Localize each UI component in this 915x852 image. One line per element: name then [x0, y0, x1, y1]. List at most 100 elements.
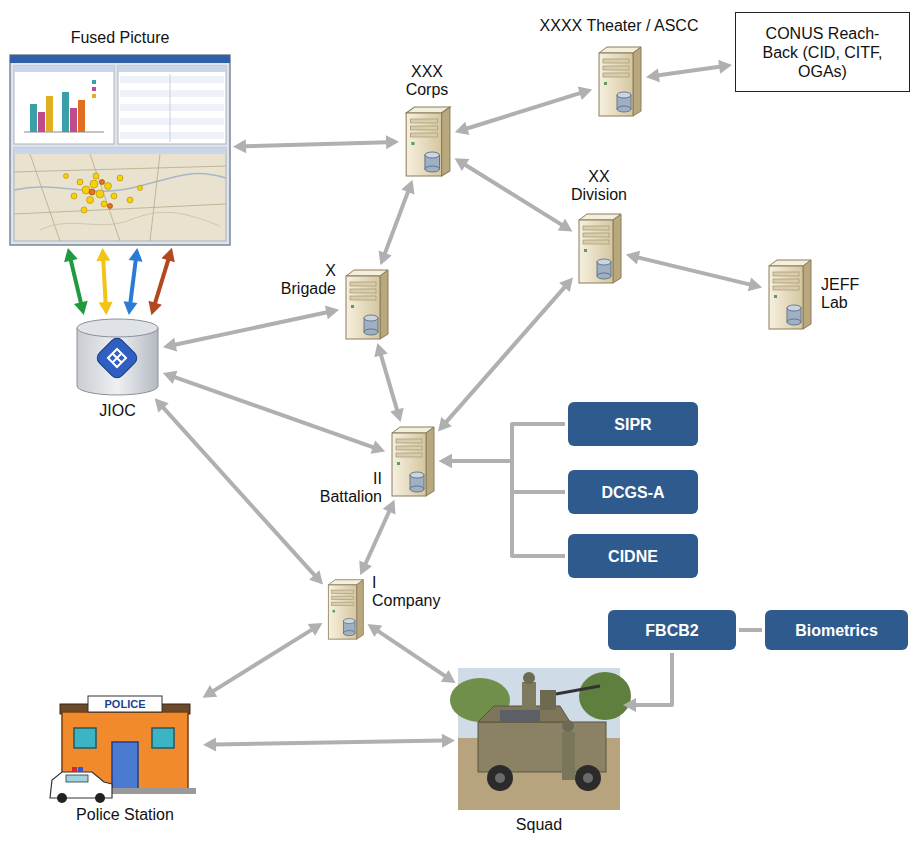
arrow-head	[163, 371, 178, 384]
arrow-head	[439, 454, 452, 468]
node-label: Fused Picture	[10, 29, 230, 47]
connector	[439, 454, 565, 556]
arrow-head	[371, 441, 386, 454]
arrow-head	[455, 122, 469, 135]
arrow-head	[325, 306, 339, 320]
arrow-head	[646, 68, 660, 82]
arrow-head	[148, 301, 161, 315]
arrow-head	[308, 623, 323, 636]
server-node: II Battalion	[388, 425, 436, 497]
arrow-head	[578, 87, 592, 100]
connector-line	[155, 258, 169, 304]
arrow-head	[386, 135, 399, 149]
fused-picture: Fused Picture	[10, 55, 230, 245]
arrow-head	[559, 278, 573, 292]
server-node: I Company	[325, 578, 365, 640]
arrow-head	[401, 180, 414, 195]
squad-photo	[450, 668, 631, 810]
reach-back-box: CONUS Reach-Back (CID, CITF, OGAs)	[735, 12, 910, 92]
connector-line	[384, 190, 408, 255]
node-label: JIOC	[75, 402, 160, 420]
connector-line	[450, 424, 565, 461]
arrow-head	[163, 338, 177, 352]
system-box: SIPR	[568, 402, 698, 446]
server-icon	[342, 268, 390, 340]
connector-line	[450, 461, 565, 492]
arrow-head	[161, 248, 174, 262]
arrow-head	[379, 251, 392, 266]
arrow-head	[438, 417, 452, 431]
connector-line	[464, 164, 563, 226]
arrow-head	[383, 500, 396, 515]
connector	[203, 734, 455, 752]
connector-line	[380, 353, 397, 411]
connector-line	[634, 653, 672, 705]
server-node: JEFF Lab	[765, 258, 813, 330]
box-text: FBCB2	[645, 621, 698, 640]
arrow-head	[96, 248, 110, 261]
box-text: CIDNE	[608, 547, 658, 566]
database-node: JIOC	[75, 318, 160, 396]
arrow-head	[129, 248, 143, 262]
system-box: DCGS-A	[568, 470, 698, 514]
connector	[233, 135, 399, 153]
connector	[367, 624, 455, 683]
node-label: Police Station	[50, 806, 200, 824]
box-text: Biometrics	[795, 621, 878, 640]
server-icon	[402, 105, 452, 177]
server-node: XXXX Theater / ASCC	[595, 45, 643, 117]
connector	[623, 653, 672, 712]
server-node: XX Division	[575, 212, 623, 284]
node-label: I Company	[372, 574, 444, 610]
connector	[96, 248, 112, 315]
arrow-head	[374, 343, 387, 357]
connector-line	[739, 628, 762, 632]
arrow-head	[718, 60, 732, 74]
node-label: XXX Corps	[392, 63, 462, 99]
arrow-head	[439, 454, 452, 468]
police-station-drawing	[50, 696, 196, 803]
connector-line	[212, 629, 313, 692]
arrow-head	[124, 301, 138, 315]
connector	[739, 630, 762, 631]
connector-line	[173, 377, 375, 448]
arrow-head	[359, 561, 372, 576]
connector	[438, 278, 573, 432]
squad-photo-node: Squad	[458, 668, 620, 810]
server-icon	[575, 212, 623, 284]
server-icon	[388, 425, 436, 497]
connector	[148, 248, 174, 315]
box-text: DCGS-A	[601, 483, 664, 502]
node-label: JEFF Lab	[821, 276, 867, 312]
box-text: CONUS Reach-Back (CID, CITF, OGAs)	[752, 24, 894, 81]
arrow-head	[558, 219, 573, 232]
arrow-head	[74, 301, 88, 315]
system-box: Biometrics	[765, 610, 908, 650]
arrow-head	[367, 624, 382, 637]
connector	[64, 248, 88, 315]
connector	[163, 306, 339, 352]
connector-line	[377, 630, 447, 677]
connector-line	[365, 510, 390, 565]
connector-line	[657, 66, 721, 75]
node-label: II Battalion	[312, 470, 382, 506]
arrow-head	[441, 670, 456, 683]
connector	[626, 251, 762, 291]
system-box: FBCB2	[608, 610, 736, 650]
connector-line	[162, 406, 316, 576]
arrow-head	[455, 158, 470, 171]
node-label: X Brigade	[272, 262, 336, 298]
arrow-head	[64, 248, 78, 262]
database-icon	[75, 318, 160, 396]
server-node: X Brigade	[342, 268, 390, 340]
connector-line	[214, 741, 444, 745]
arrow-head	[155, 398, 169, 412]
connector-line	[445, 286, 566, 423]
node-label: XXXX Theater / ASCC	[534, 17, 704, 35]
arrow-head	[99, 302, 113, 315]
connector-line	[450, 461, 565, 556]
arrow-head	[439, 454, 452, 468]
arrow-head	[623, 698, 636, 712]
connector-line	[244, 142, 388, 146]
